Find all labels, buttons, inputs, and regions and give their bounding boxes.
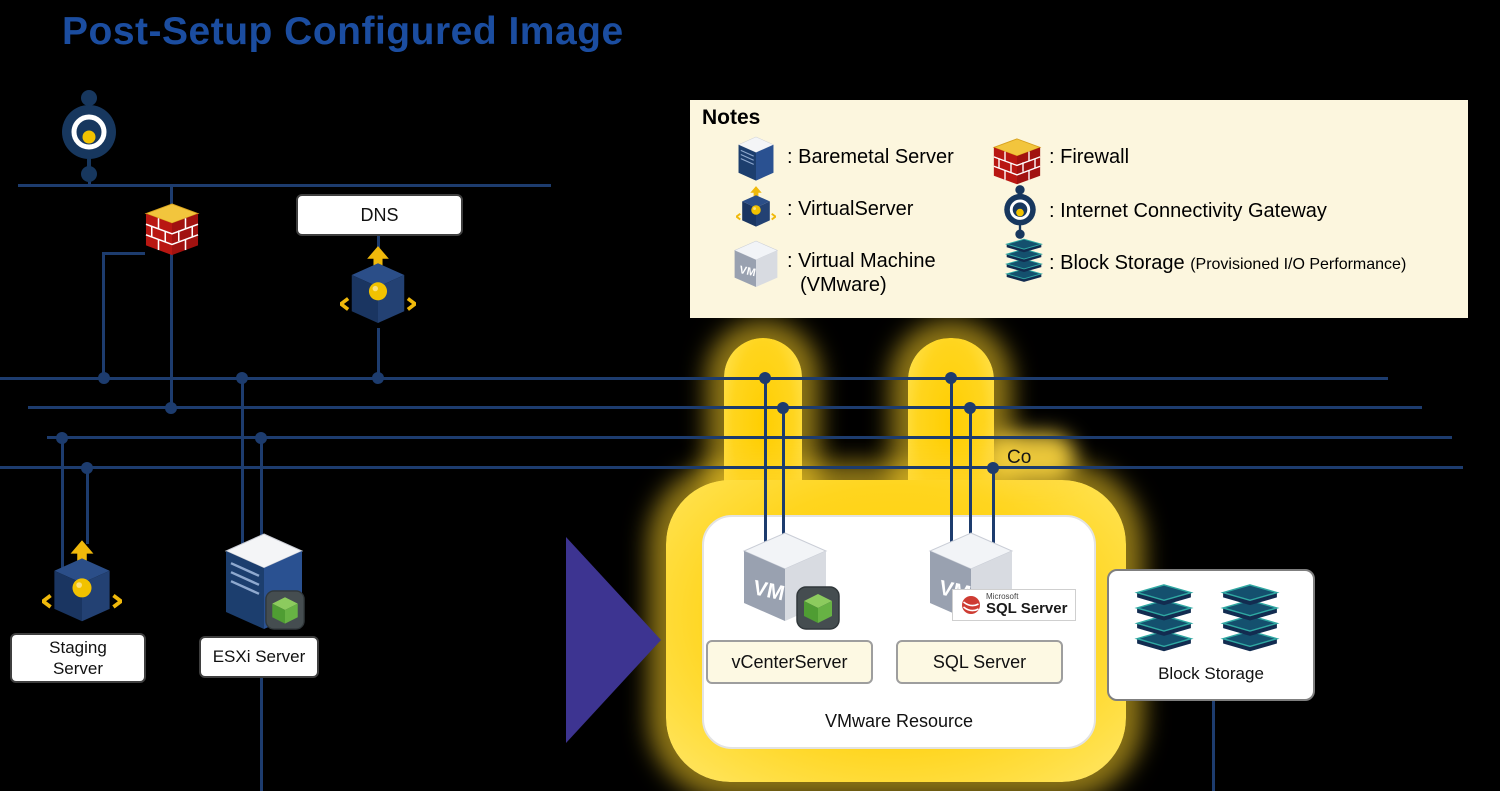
dns-label-box: DNS xyxy=(296,194,463,236)
junction-dot xyxy=(255,432,267,444)
block-storage-box: Block Storage xyxy=(1107,569,1315,701)
staging-server-label: Staging Server xyxy=(49,637,107,678)
junction-dot xyxy=(987,462,999,474)
internet-gateway-icon xyxy=(1002,184,1038,240)
junction-dot xyxy=(759,372,771,384)
junction-dot xyxy=(945,372,957,384)
dns-virtual-server-icon xyxy=(340,246,416,333)
legend-gateway-label: : Internet Connectivity Gateway xyxy=(1049,200,1327,222)
sql-swoosh-icon xyxy=(962,596,980,615)
junction-dot xyxy=(964,402,976,414)
glow-spot xyxy=(985,433,1075,481)
junction-dot xyxy=(777,402,789,414)
sql-logo-product: SQL Server xyxy=(986,600,1068,618)
connector-line xyxy=(992,468,995,588)
legend-storage-label: : Block Storage (Provisioned I/O Perform… xyxy=(1049,252,1406,275)
connector-line xyxy=(764,378,767,556)
connector-line xyxy=(103,252,145,255)
sql-server-label-box: SQL Server xyxy=(896,640,1063,684)
vcenter-label-box: vCenterServer xyxy=(706,640,873,684)
network-bus-line-3 xyxy=(47,436,1452,439)
legend-storage-label-main: : Block Storage xyxy=(1049,252,1185,274)
vmware-resource-label: VMware Resource xyxy=(824,711,974,731)
junction-dot xyxy=(56,432,68,444)
junction-dot xyxy=(372,372,384,384)
sql-server-logo: Microsoft SQL Server xyxy=(952,589,1077,622)
virtual-server-icon xyxy=(736,186,776,232)
sql-logo-brand: Microsoft xyxy=(986,592,1019,601)
virtual-machine-icon xyxy=(733,240,779,288)
sql-logo-text: Microsoft SQL Server xyxy=(986,592,1068,618)
connector-line xyxy=(260,438,263,546)
dns-label: DNS xyxy=(360,204,399,225)
transition-arrow xyxy=(566,537,661,743)
junction-dot xyxy=(165,402,177,414)
network-bus-line-4 xyxy=(0,466,1463,469)
connector-line xyxy=(86,468,89,544)
connector-line xyxy=(1212,701,1215,791)
legend-firewall-label: : Firewall xyxy=(1049,146,1130,168)
junction-dot xyxy=(236,372,248,384)
junction-dot xyxy=(98,372,110,384)
partial-text: Co xyxy=(1007,447,1032,468)
page-title: Post-Setup Configured Image xyxy=(62,10,624,53)
network-bus-line-2 xyxy=(28,406,1422,409)
vsphere-badge-icon xyxy=(265,590,305,630)
connector-line xyxy=(782,408,785,556)
connector-line xyxy=(241,378,244,546)
block-storage-icon xyxy=(1219,583,1281,656)
connector-line xyxy=(102,252,105,378)
sql-server-label: SQL Server xyxy=(932,651,1027,672)
block-storage-icon xyxy=(1004,238,1044,285)
connector-line xyxy=(170,185,173,408)
esxi-server-label-box: ESXi Server xyxy=(199,636,319,678)
connector-line xyxy=(61,438,64,568)
connector-line xyxy=(969,408,972,556)
network-bus-line-1 xyxy=(0,377,1388,380)
esxi-server-label: ESXi Server xyxy=(212,647,306,667)
vsphere-badge-icon xyxy=(796,586,840,630)
connector-line xyxy=(377,236,380,248)
legend-vm-sublabel: (VMware) xyxy=(800,274,887,296)
baremetal-server-icon xyxy=(737,136,775,182)
notes-heading: Notes xyxy=(702,106,761,129)
connector-line xyxy=(18,184,551,187)
connector-line xyxy=(950,378,953,556)
notes-panel: Notes : Baremetal Server : Firewall : Vi… xyxy=(690,100,1468,318)
staging-virtual-server-icon xyxy=(42,540,122,632)
legend-vm-label: : Virtual Machine xyxy=(787,250,936,272)
legend-virtualserver-label: : VirtualServer xyxy=(787,198,914,220)
legend-baremetal-label: : Baremetal Server xyxy=(787,146,954,168)
junction-dot xyxy=(81,462,93,474)
block-storage-icon xyxy=(1133,583,1195,656)
internet-gateway-icon xyxy=(59,88,119,184)
connector-line xyxy=(260,678,263,791)
legend-storage-label-small: (Provisioned I/O Performance) xyxy=(1190,256,1407,273)
vcenter-label: vCenterServer xyxy=(731,651,848,672)
connector-line xyxy=(377,328,380,378)
firewall-icon xyxy=(143,203,201,257)
staging-server-label-box: Staging Server xyxy=(10,633,146,683)
firewall-icon xyxy=(991,138,1043,186)
block-storage-label: Block Storage xyxy=(1158,664,1264,683)
